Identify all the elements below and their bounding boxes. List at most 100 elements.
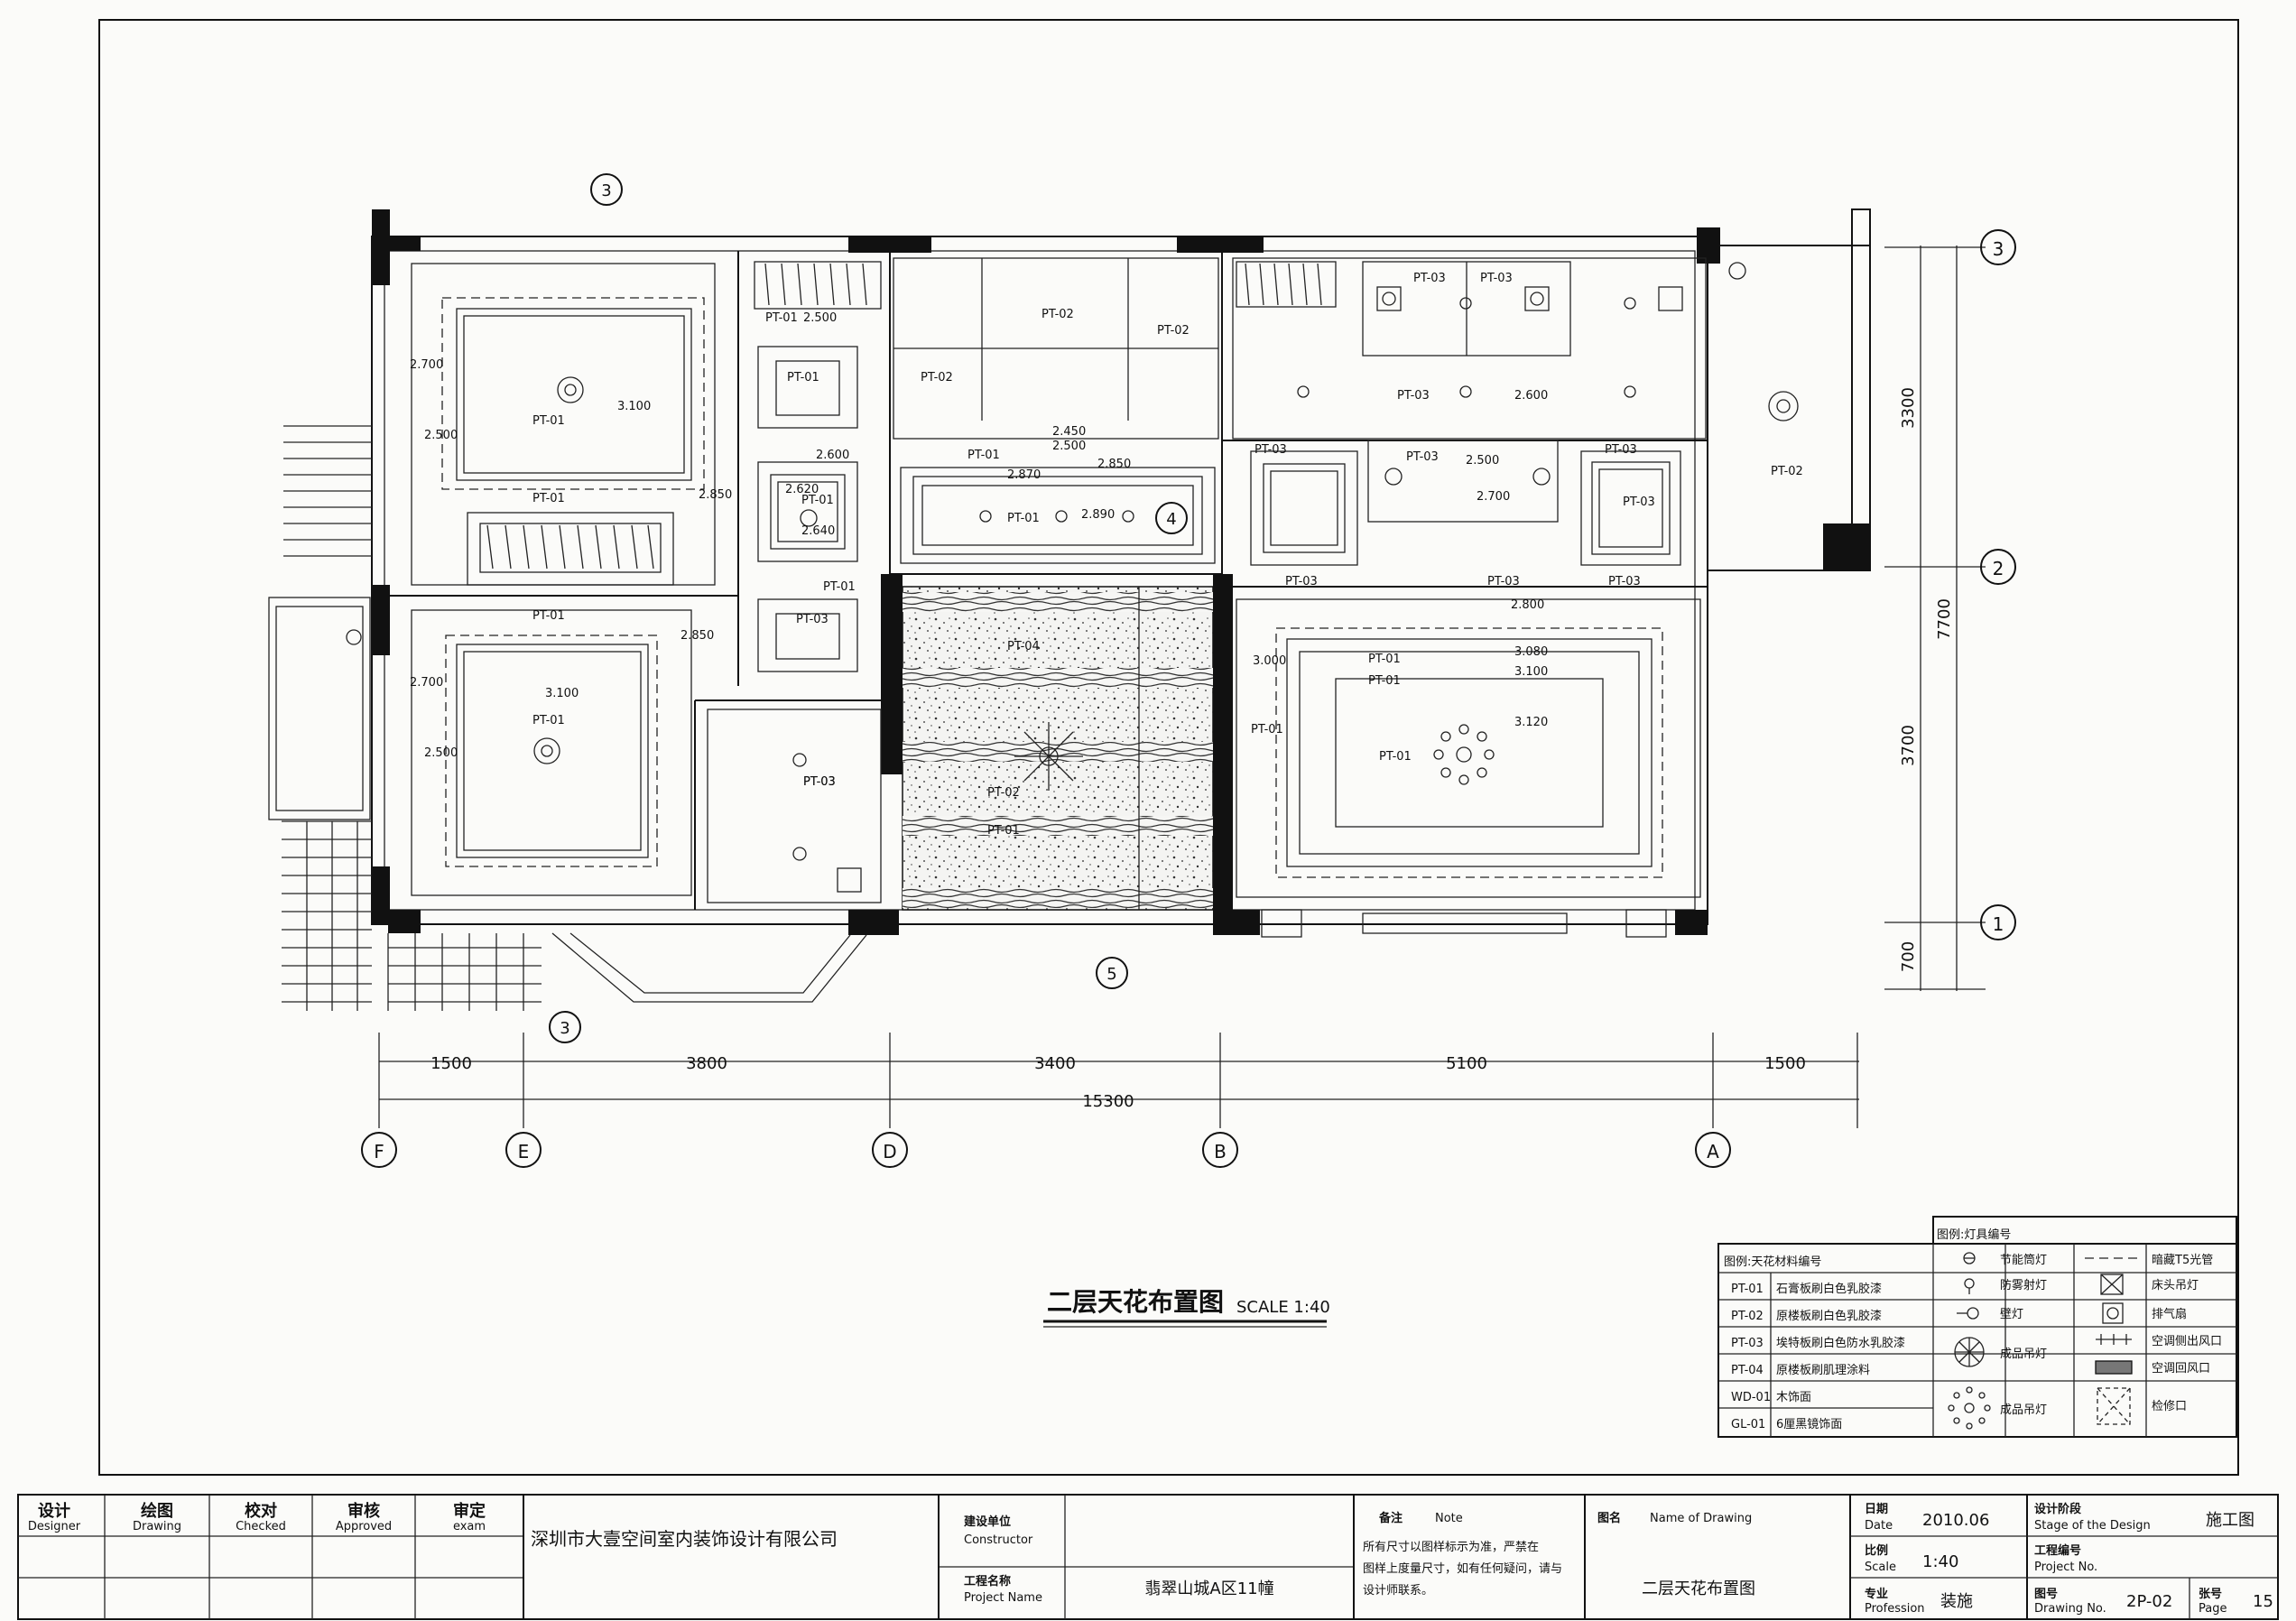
- svg-text:PT-01: PT-01: [823, 580, 856, 594]
- svg-text:检修口: 检修口: [2152, 1400, 2187, 1413]
- svg-text:2.700: 2.700: [1477, 490, 1510, 504]
- axis-marker-3[interactable]: 3: [1980, 229, 2016, 265]
- svg-text:B: B: [1214, 1141, 1227, 1162]
- svg-text:3800: 3800: [686, 1054, 727, 1073]
- svg-text:木饰面: 木饰面: [1776, 1391, 1811, 1404]
- svg-text:2.600: 2.600: [816, 449, 849, 462]
- svg-text:3: 3: [1993, 238, 2004, 260]
- svg-text:埃特板刷白色防水乳胶漆: 埃特板刷白色防水乳胶漆: [1776, 1336, 1905, 1350]
- svg-text:7700: 7700: [1935, 598, 1954, 640]
- svg-text:深圳市大壹空间室内装饰设计有限公司: 深圳市大壹空间室内装饰设计有限公司: [531, 1528, 838, 1550]
- svg-text:5100: 5100: [1446, 1054, 1487, 1073]
- svg-text:审定: 审定: [453, 1501, 486, 1521]
- svg-text:PT-03: PT-03: [1480, 272, 1513, 285]
- svg-text:6厘黑镜饰面: 6厘黑镜饰面: [1776, 1418, 1842, 1431]
- svg-text:PT-02: PT-02: [1731, 1310, 1764, 1323]
- svg-text:PT-01: PT-01: [532, 714, 565, 727]
- axis-marker-E[interactable]: E: [505, 1132, 542, 1168]
- svg-text:图样上度量尺寸，如有任何疑问，请与: 图样上度量尺寸，如有任何疑问，请与: [1363, 1561, 1562, 1576]
- svg-text:翡翠山城A区11幢: 翡翠山城A区11幢: [1144, 1579, 1273, 1598]
- svg-text:D: D: [883, 1141, 896, 1162]
- svg-text:2.850: 2.850: [680, 629, 714, 643]
- section-marker[interactable]: 5: [1096, 957, 1128, 989]
- svg-text:PT-01: PT-01: [765, 311, 798, 325]
- svg-text:比例: 比例: [1865, 1543, 1888, 1558]
- svg-text:Checked: Checked: [236, 1520, 286, 1533]
- svg-text:A: A: [1707, 1141, 1719, 1162]
- svg-text:设计阶段: 设计阶段: [2034, 1502, 2081, 1516]
- svg-text:2.870: 2.870: [1007, 468, 1041, 482]
- svg-text:PT-01: PT-01: [532, 492, 565, 505]
- svg-text:所有尺寸以图样标示为准，严禁在: 所有尺寸以图样标示为准，严禁在: [1363, 1541, 1539, 1554]
- svg-text:3.100: 3.100: [1514, 665, 1548, 679]
- svg-text:专业: 专业: [1865, 1587, 1888, 1601]
- svg-text:2: 2: [1993, 558, 2004, 579]
- chandelier-large-icon: [1948, 1386, 1991, 1430]
- svg-text:PT-01: PT-01: [801, 494, 834, 507]
- svg-text:Project No.: Project No.: [2034, 1561, 2097, 1574]
- svg-text:3700: 3700: [1899, 725, 1918, 766]
- dimension-lines-bottom: 1500 3800 3400 5100 1500 15300 F E D B A: [361, 1033, 1859, 1168]
- svg-text:3.100: 3.100: [545, 687, 579, 700]
- svg-text:Page: Page: [2199, 1602, 2227, 1616]
- plan-labels: PT-01 PT-01 PT-01 PT-01 PT-01 PT-01 PT-0…: [410, 272, 1803, 838]
- svg-text:PT-02: PT-02: [921, 371, 953, 384]
- axis-marker-1[interactable]: 1: [1980, 904, 2016, 940]
- svg-text:PT-04: PT-04: [1731, 1364, 1764, 1377]
- svg-text:施工图: 施工图: [2206, 1511, 2254, 1530]
- svg-text:图名: 图名: [1597, 1511, 1621, 1525]
- svg-text:Note: Note: [1435, 1512, 1463, 1525]
- svg-text:PT-03: PT-03: [1397, 389, 1430, 403]
- svg-text:PT-01: PT-01: [1368, 653, 1401, 666]
- section-marker[interactable]: 4: [1155, 502, 1188, 534]
- svg-text:PT-03: PT-03: [1731, 1337, 1764, 1350]
- svg-text:备注: 备注: [1378, 1511, 1403, 1525]
- svg-text:床头吊灯: 床头吊灯: [2152, 1279, 2199, 1292]
- svg-text:2.640: 2.640: [801, 524, 835, 538]
- svg-text:2.700: 2.700: [410, 676, 443, 690]
- svg-text:日期: 日期: [1865, 1503, 1888, 1516]
- drawing-title: 二层天花布置图 SCALE 1:40: [1043, 1287, 1330, 1328]
- svg-text:2.500: 2.500: [424, 746, 458, 760]
- svg-text:Scale: Scale: [1865, 1561, 1896, 1574]
- ac-supply-icon: [2096, 1334, 2132, 1345]
- svg-text:2010.06: 2010.06: [1922, 1511, 1989, 1530]
- svg-text:2.500: 2.500: [1466, 454, 1499, 468]
- svg-text:暗藏T5光管: 暗藏T5光管: [2152, 1254, 2213, 1267]
- ac-return-icon: [2095, 1360, 2133, 1375]
- svg-text:Name of Drawing: Name of Drawing: [1650, 1512, 1752, 1525]
- svg-text:PT-01: PT-01: [987, 824, 1020, 838]
- exhaust-fan-icon: [2102, 1302, 2124, 1324]
- axis-marker-2[interactable]: 2: [1980, 549, 2016, 585]
- wall-lamp-icon: [1957, 1307, 1979, 1320]
- svg-text:PT-01: PT-01: [1731, 1283, 1764, 1296]
- svg-text:Profession: Profession: [1865, 1602, 1925, 1616]
- svg-text:1: 1: [1993, 913, 2004, 935]
- svg-text:3400: 3400: [1034, 1054, 1076, 1073]
- svg-text:Project Name: Project Name: [964, 1591, 1042, 1605]
- svg-text:2.600: 2.600: [1514, 389, 1548, 403]
- svg-text:3: 3: [560, 1019, 569, 1038]
- svg-text:原楼板刷肌理涂料: 原楼板刷肌理涂料: [1776, 1363, 1870, 1377]
- svg-text:15: 15: [2253, 1592, 2273, 1611]
- axis-marker-A[interactable]: A: [1695, 1132, 1731, 1168]
- svg-text:审核: 审核: [347, 1501, 380, 1521]
- section-marker[interactable]: 3: [590, 173, 623, 206]
- svg-text:PT-03: PT-03: [1608, 575, 1641, 588]
- svg-text:绘图: 绘图: [141, 1501, 173, 1521]
- svg-text:二层天花布置图: 二层天花布置图: [1642, 1579, 1755, 1598]
- chandelier-icon: [1954, 1337, 1985, 1367]
- svg-text:图号: 图号: [2034, 1588, 2058, 1601]
- svg-text:PT-03: PT-03: [803, 775, 836, 789]
- svg-text:PT-01: PT-01: [532, 414, 565, 428]
- axis-marker-B[interactable]: B: [1202, 1132, 1238, 1168]
- axis-marker-D[interactable]: D: [872, 1132, 908, 1168]
- svg-text:PT-03: PT-03: [1605, 443, 1637, 457]
- svg-text:空调回风口: 空调回风口: [2152, 1362, 2210, 1376]
- axis-marker-F[interactable]: F: [361, 1132, 397, 1168]
- svg-text:2.500: 2.500: [803, 311, 837, 325]
- svg-text:5: 5: [1106, 965, 1116, 984]
- section-marker[interactable]: 3: [549, 1011, 581, 1043]
- svg-text:15300: 15300: [1082, 1092, 1134, 1111]
- svg-text:PT-01: PT-01: [1368, 674, 1401, 688]
